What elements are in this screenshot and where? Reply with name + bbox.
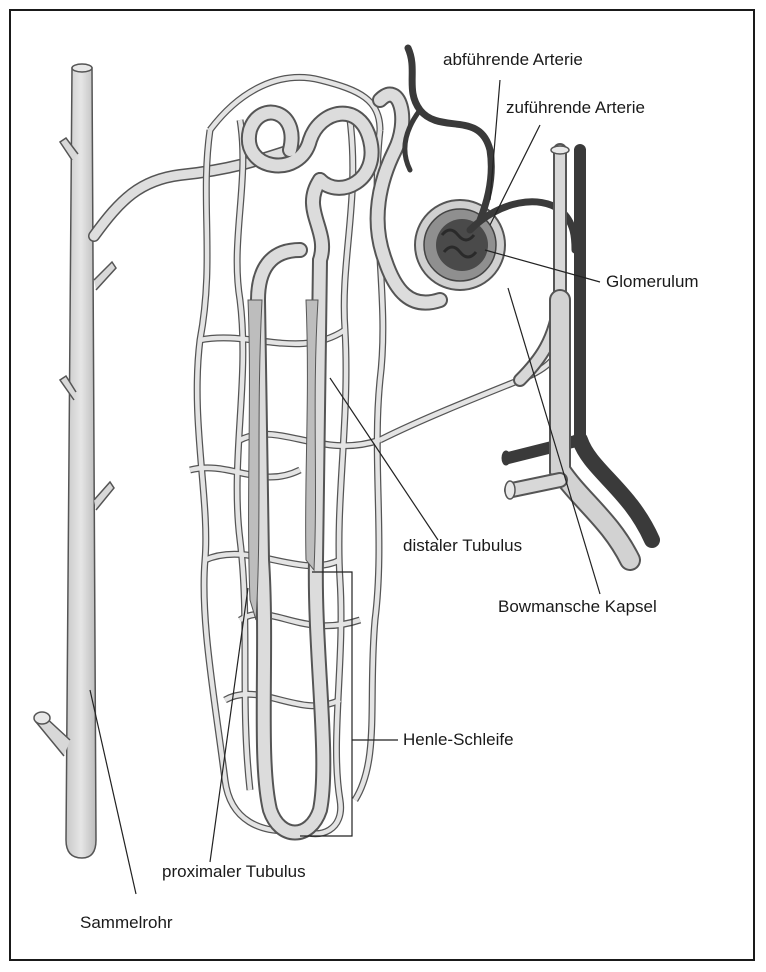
label-henle-schleife: Henle-Schleife bbox=[403, 730, 514, 750]
leader-abfuehrende-arterie bbox=[490, 80, 500, 200]
label-abfuehrende-arterie: abführende Arterie bbox=[443, 50, 583, 70]
label-sammelrohr: Sammelrohr bbox=[80, 913, 173, 933]
label-glomerulum: Glomerulum bbox=[606, 272, 699, 292]
leader-zufuehrende-arterie bbox=[490, 125, 540, 225]
label-bowmansche-kapsel: Bowmansche Kapsel bbox=[498, 597, 657, 617]
veins bbox=[505, 146, 630, 560]
label-proximaler-tubulus: proximaler Tubulus bbox=[162, 862, 306, 882]
leader-sammelrohr bbox=[90, 690, 136, 894]
label-zufuehrende-arterie: zuführende Arterie bbox=[506, 98, 645, 118]
label-distaler-tubulus: distaler Tubulus bbox=[403, 536, 522, 556]
leader-distaler-tubulus bbox=[330, 378, 438, 540]
